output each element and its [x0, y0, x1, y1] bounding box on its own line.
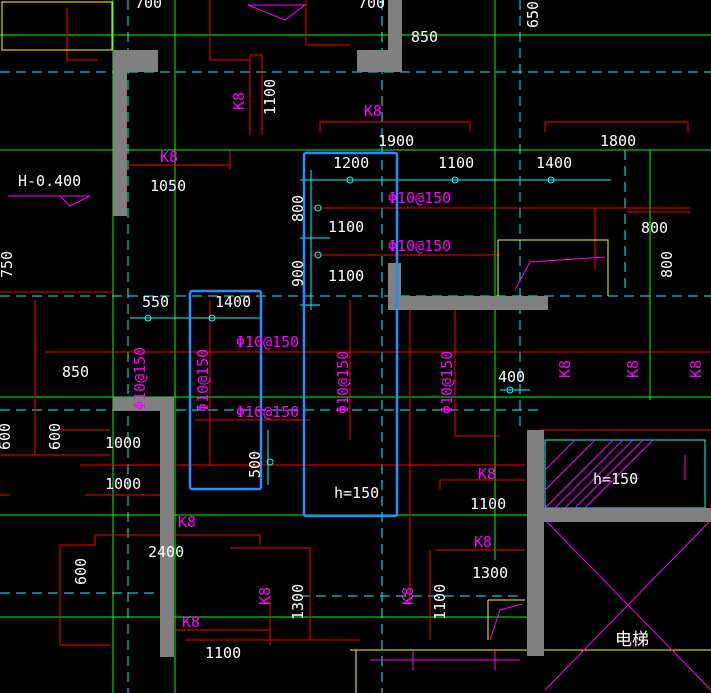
label-k8-g: K8 — [478, 465, 496, 483]
label-phi10-vertical-2: Φ10@150 — [194, 349, 212, 412]
label-1050: 1050 — [150, 177, 186, 195]
label-1000-b: 1000 — [105, 475, 141, 493]
label-800-right-vertical: 800 — [658, 251, 676, 278]
label-1100-c: 1100 — [328, 218, 364, 236]
selection-boxes[interactable] — [188, 151, 399, 518]
label-2400: 2400 — [148, 543, 184, 561]
label-k8-e: K8 — [624, 360, 642, 378]
label-700b: 700 — [358, 0, 385, 12]
label-k8-f: K8 — [687, 360, 705, 378]
label-1400-a: 1400 — [536, 154, 572, 172]
label-k8-d: K8 — [556, 360, 574, 378]
label-800-left: 800 — [289, 195, 307, 222]
label-600-b: 600 — [72, 558, 90, 585]
label-850-left: 850 — [62, 363, 89, 381]
label-phi10-a: Φ10@150 — [388, 189, 451, 207]
label-1800: 1800 — [600, 132, 636, 150]
label-phi10-b: Φ10@150 — [388, 237, 451, 255]
label-k8-k: K8 — [399, 587, 417, 605]
label-k8-h: K8 — [178, 513, 196, 531]
label-1100-f: 1100 — [431, 584, 449, 620]
label-1100-a: 1100 — [261, 79, 279, 115]
label-400: 400 — [498, 368, 525, 386]
label-1300: 1300 — [472, 564, 508, 582]
label-k8-l: K8 — [182, 613, 200, 631]
label-1100-d: 1100 — [328, 267, 364, 285]
label-850-top: 850 — [411, 28, 438, 46]
label-phi10-vertical-1: Φ10@150 — [131, 347, 149, 410]
label-1300-vertical: 1300 — [289, 584, 307, 620]
label-h-0400: H-0.400 — [18, 172, 81, 190]
label-phi10-d: Φ10@150 — [236, 403, 299, 421]
label-1200: 1200 — [333, 154, 369, 172]
label-elevator: 电梯 — [615, 630, 649, 650]
selection-box-right[interactable] — [302, 151, 399, 518]
label-phi10-vertical-3: Φ10@150 — [334, 351, 352, 414]
label-1400-b: 1400 — [215, 293, 251, 311]
hatch-region — [544, 439, 706, 509]
selection-box-left[interactable] — [188, 289, 263, 491]
labels: 700 700 650 850 K8 1100 K8 1900 1800 K8 … — [0, 0, 705, 662]
magenta-lines — [8, 4, 711, 691]
label-k8-j: K8 — [256, 587, 274, 605]
label-500: 500 — [246, 451, 264, 478]
label-900: 900 — [289, 260, 307, 287]
label-1100-b: 1100 — [438, 154, 474, 172]
label-650: 650 — [524, 1, 542, 28]
label-700a: 700 — [135, 0, 162, 12]
label-1100-e: 1100 — [470, 495, 506, 513]
label-1000-a: 1000 — [105, 434, 141, 452]
dimension-markers — [144, 176, 555, 466]
label-k8-c: K8 — [160, 148, 178, 166]
label-1100-g: 1100 — [205, 644, 241, 662]
walls — [113, 0, 711, 657]
label-k8-b: K8 — [364, 102, 382, 120]
label-h150-b: h=150 — [593, 470, 638, 488]
label-1900: 1900 — [378, 132, 414, 150]
label-h150-a: h=150 — [334, 484, 379, 502]
label-750: 750 — [0, 251, 16, 278]
label-600-edge: 600 — [0, 423, 14, 450]
label-800-right: 800 — [641, 219, 668, 237]
label-600-a: 600 — [46, 423, 64, 450]
label-k8-a: K8 — [230, 92, 248, 110]
label-phi10-vertical-4: Φ10@150 — [438, 351, 456, 414]
label-550: 550 — [142, 293, 169, 311]
label-phi10-c: Φ10@150 — [236, 333, 299, 351]
label-k8-i: K8 — [474, 533, 492, 551]
